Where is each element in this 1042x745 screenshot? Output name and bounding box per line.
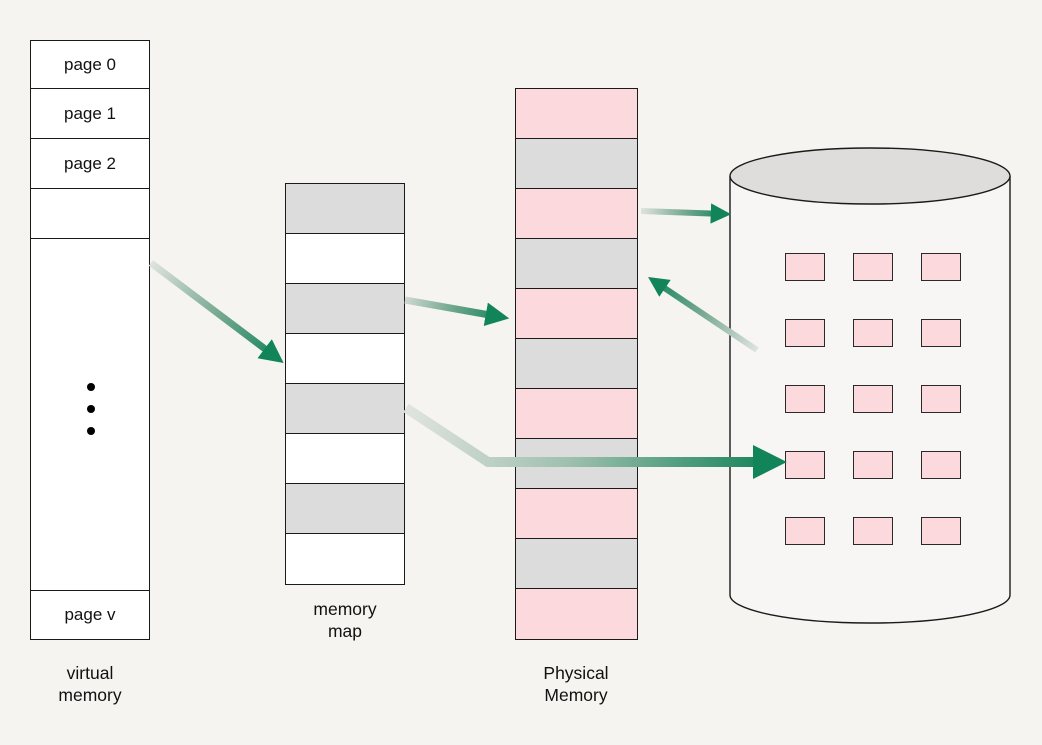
physical-memory-frame-cell [516,539,637,589]
ellipsis-icon [87,383,95,435]
disk-block [785,385,825,413]
disk-block [921,451,961,479]
physical-memory-frame-cell [516,289,637,339]
virtual-memory-page-cell: page 1 [31,89,149,139]
physical-memory-frame-cell [516,339,637,389]
disk-block [785,319,825,347]
disk-block [921,385,961,413]
label-line: memory [313,599,377,619]
physical-memory-frame-cell [516,139,637,189]
disk-cylinder-top [729,147,1011,205]
memory-map-cell [286,184,404,234]
virtual-memory-page-cell: page 2 [31,139,149,189]
virtual-memory-page-cell [31,189,149,239]
memory-map-cell [286,484,404,534]
disk-block [853,253,893,281]
physical-memory-frame-cell [516,89,637,139]
physical-memory-column [515,88,638,640]
physical-memory-frame-cell [516,489,637,539]
physical-memory-frame-cell [516,239,637,289]
label-line: virtual [66,663,114,683]
virtual-memory-page-cell [31,239,149,591]
disk-block [853,451,893,479]
memory-map-cell [286,234,404,284]
virtual-memory-page-cell: page v [64,605,116,624]
disk-block [921,253,961,281]
memory-map-cell [286,434,404,484]
memory-map-cell [286,534,404,584]
physical-memory-frame-cell [516,439,637,489]
memory-map-cell [286,384,404,434]
dot-icon [87,383,95,391]
dot-icon [87,405,95,413]
memory-map-cell [286,284,404,334]
disk-block [785,517,825,545]
virtual-memory-page-cell: page 0 [31,41,149,89]
label-line: Physical [543,663,609,683]
disk-block [785,253,825,281]
memory-map-column [285,183,405,585]
memory-map-cell [286,334,404,384]
disk-block [921,517,961,545]
physical-memory-label: Physical Memory [496,662,656,706]
disk-block [785,451,825,479]
physical-memory-frame-cell [516,189,637,239]
label-line: map [327,621,363,641]
disk-block [853,319,893,347]
label-line: memory [58,685,122,705]
disk-block [853,517,893,545]
physical-memory-frame-cell [516,389,637,439]
physical-memory-frame-cell [516,589,637,639]
memory-map-label: memory map [265,598,425,642]
label-line: Memory [544,685,608,705]
disk-block [921,319,961,347]
disk-blocks-grid [785,253,961,545]
disk-block [853,385,893,413]
virtual-memory-label: virtual memory [10,662,170,706]
dot-icon [87,427,95,435]
